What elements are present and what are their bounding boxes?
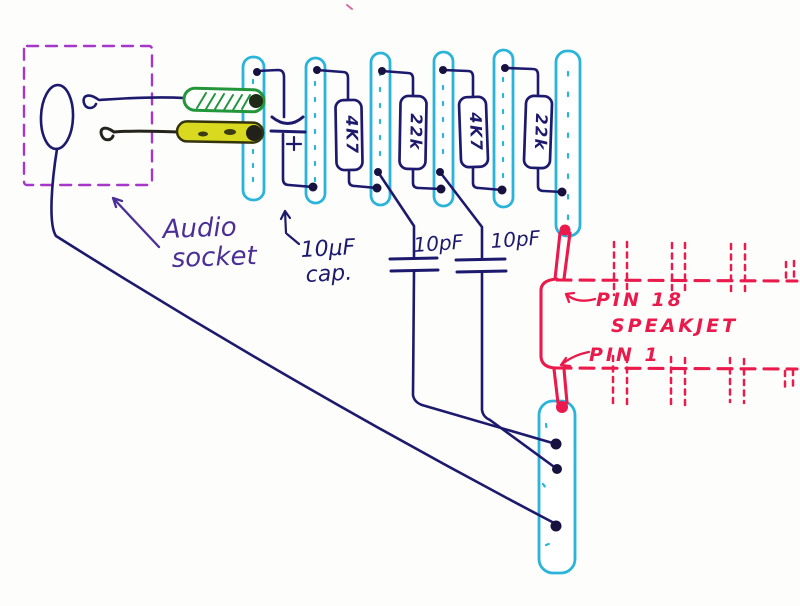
audio-socket-label-line1: Audio — [160, 212, 237, 245]
chip-pin-1-lead — [552, 367, 569, 405]
yellow-plug-lead — [99, 126, 180, 142]
audio-plug-yellow — [99, 120, 265, 144]
speakjet-label: SPEAKJET — [611, 315, 738, 337]
pin1-arrow — [559, 350, 591, 368]
audio-plug-green — [82, 86, 266, 114]
resistor-22k-2: 22k — [522, 94, 554, 170]
cap-10uf-arrow — [279, 209, 301, 246]
resistor-value-label: 22k — [531, 113, 551, 151]
green-plug-hatching — [196, 92, 251, 111]
resistor-wires — [315, 66, 564, 194]
electrolytic-capacitor — [255, 68, 315, 189]
pin18-label: PIN 18 — [596, 289, 684, 311]
resistor-4k7-2: 4K7 — [457, 95, 490, 169]
cap-10pf-label-1: 10pF — [413, 230, 465, 257]
resistor-value-label: 22k — [406, 113, 426, 151]
chip-pin-18-lead — [553, 231, 572, 281]
yellow-plug-body — [175, 120, 265, 144]
capacitor-10pf-2 — [438, 170, 559, 471]
pin18-connection-dot — [559, 224, 571, 236]
chip-bottom-edge — [555, 366, 799, 371]
resistor-value-label: 4K7 — [342, 114, 362, 154]
breadboard-strips — [241, 48, 582, 575]
resistor-22k-1: 22k — [398, 94, 428, 171]
audio-socket-arrow — [111, 196, 161, 249]
resistor-body — [398, 94, 428, 171]
cap-10uf-label-line1: 10μF — [300, 235, 356, 263]
pin1-connection-dot — [556, 401, 568, 413]
chip-top-pins — [612, 240, 796, 297]
resistor-4k7-1: 4K7 — [334, 98, 364, 172]
stray-pen-mark — [346, 4, 353, 10]
breadboard-strip-4 — [432, 50, 455, 208]
yellow-plug-smudge — [198, 131, 208, 137]
green-plug-tip — [249, 94, 263, 108]
resistor-body — [522, 94, 554, 170]
audio-ground-wire — [50, 147, 558, 526]
chip-bottom-pins — [611, 354, 795, 408]
pin1-label: PIN 1 — [589, 344, 661, 366]
pin18-arrow — [564, 291, 597, 304]
audio-socket-jack — [39, 83, 75, 151]
cap2-bottom-wire — [480, 270, 559, 471]
chip-left-edge — [539, 277, 559, 370]
cap-10uf-bottom-wire — [281, 132, 315, 189]
cap1-top-wire — [376, 170, 416, 260]
breadboard-strip-holes — [251, 68, 570, 547]
cap-10uf-flat-plate — [269, 129, 307, 134]
chip-top-edge — [555, 278, 799, 283]
audio-socket-label-line2: socket — [171, 241, 258, 274]
breadboard-strip-3 — [369, 51, 392, 207]
cap-10pf-label-2: 10pF — [490, 226, 542, 253]
cap1-plates — [388, 256, 440, 273]
green-plug-lead — [82, 94, 187, 110]
cap-10uf-label-line2: cap. — [305, 261, 353, 288]
speakjet-chip: PIN 18 SPEAKJET PIN 1 — [539, 224, 799, 413]
breadboard-strip-6 — [554, 49, 582, 238]
junction-dots — [253, 64, 567, 532]
yellow-plug-tip — [246, 125, 262, 141]
resistor-body — [457, 95, 490, 169]
audio-socket-dashed-box — [22, 44, 154, 187]
cap-10uf-curved-plate — [270, 115, 305, 125]
resistor-value-label: 4K7 — [466, 111, 486, 152]
cap1-bottom-wire — [411, 270, 558, 446]
cap-10uf-top-wire — [255, 68, 286, 119]
capacitor-10pf-1 — [376, 170, 558, 446]
cap2-top-wire — [438, 170, 484, 261]
resistor-body — [334, 98, 364, 172]
cap-10uf-plus-sign — [285, 135, 303, 152]
cap2-plates — [454, 257, 508, 274]
yellow-plug-smudge — [224, 129, 236, 135]
